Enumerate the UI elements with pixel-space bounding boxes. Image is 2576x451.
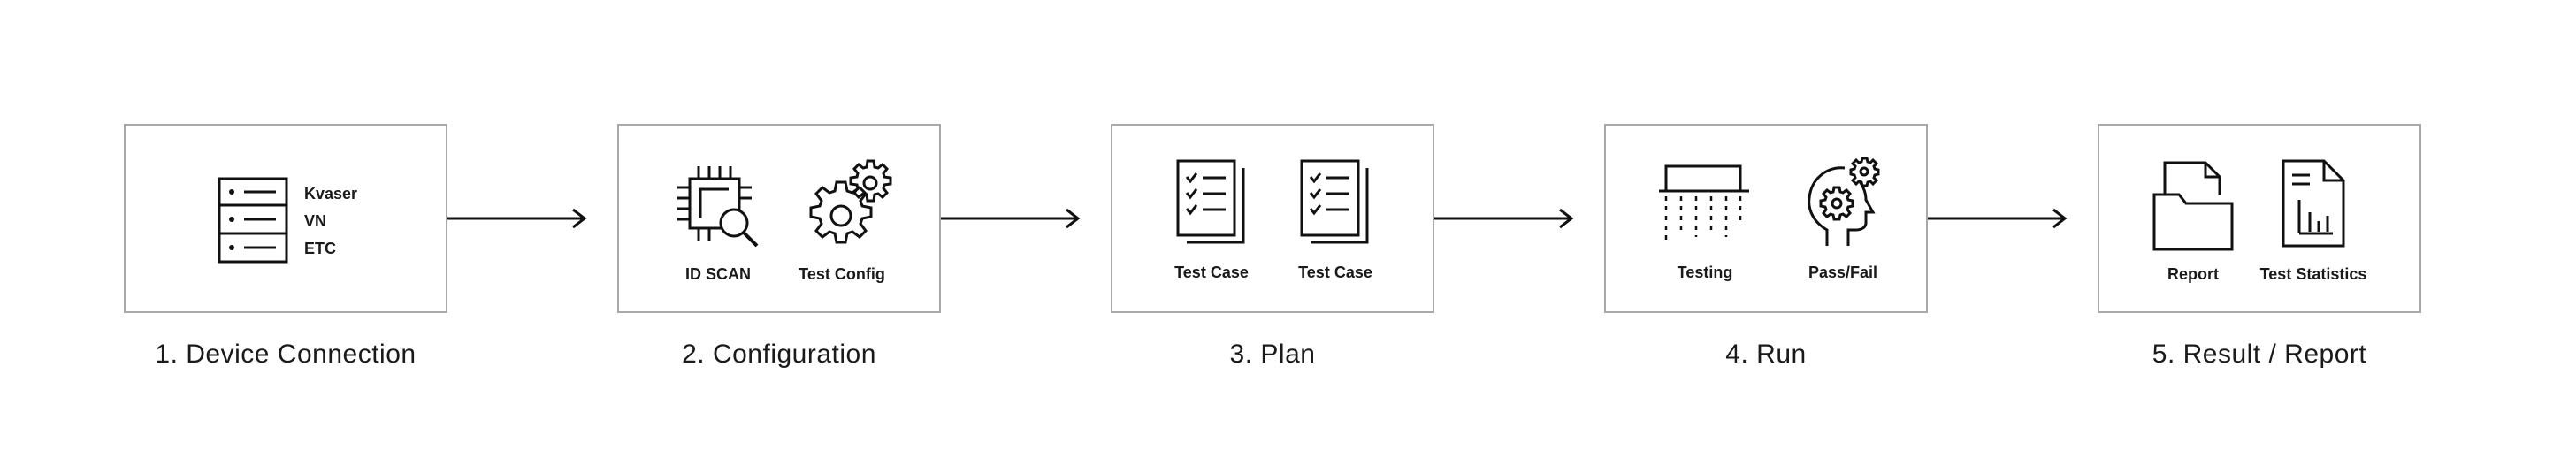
step-title-run: 4. Run	[1725, 340, 1807, 369]
arrow-right-icon	[941, 208, 1081, 229]
checklist-icon	[1300, 159, 1369, 244]
step-title-configuration: 2. Configuration	[682, 340, 876, 369]
step-title-plan: 3. Plan	[1229, 340, 1316, 369]
statistics-document-icon	[2282, 159, 2345, 248]
arrow-right-icon	[1928, 208, 2068, 229]
gears-icon	[809, 159, 892, 244]
icon-label-report: Report	[2167, 265, 2219, 283]
device-vn: VN	[304, 212, 327, 230]
checklist-icon	[1176, 159, 1245, 244]
icon-label-id-scan: ID SCAN	[684, 265, 751, 283]
step-box-configuration: ID SCAN Test Config	[617, 124, 941, 313]
step-title-result-report: 5. Result / Report	[2152, 340, 2367, 369]
step-box-device-connection: Kvaser VN ETC	[124, 124, 447, 313]
icon-label-test-case-1: Test Case	[1174, 264, 1249, 281]
head-gear-icon	[1808, 157, 1880, 246]
device-etc: ETC	[304, 240, 336, 257]
step-box-result-report: Report Test Statistics	[2098, 124, 2421, 313]
icon-label-test-case-2: Test Case	[1298, 264, 1372, 281]
chip-scan-icon	[677, 166, 759, 248]
icon-label-pass-fail: Pass/Fail	[1808, 264, 1878, 281]
step-box-run: Testing Pass/Fail	[1604, 124, 1928, 313]
device-kvaser: Kvaser	[304, 185, 358, 203]
testing-probe-icon	[1659, 164, 1749, 242]
arrow-right-icon	[1434, 208, 1574, 229]
arrow-right-icon	[447, 208, 587, 229]
server-rack-icon	[218, 177, 288, 264]
icon-label-test-statistics: Test Statistics	[2259, 265, 2367, 283]
step-title-device-connection: 1. Device Connection	[155, 340, 417, 369]
step-box-plan: Test Case Test Case	[1111, 124, 1434, 313]
icon-label-test-config: Test Config	[799, 265, 885, 283]
icon-label-testing: Testing	[1677, 264, 1733, 281]
device-list: Kvaser VN ETC	[304, 180, 357, 263]
folder-document-icon	[2152, 161, 2234, 251]
